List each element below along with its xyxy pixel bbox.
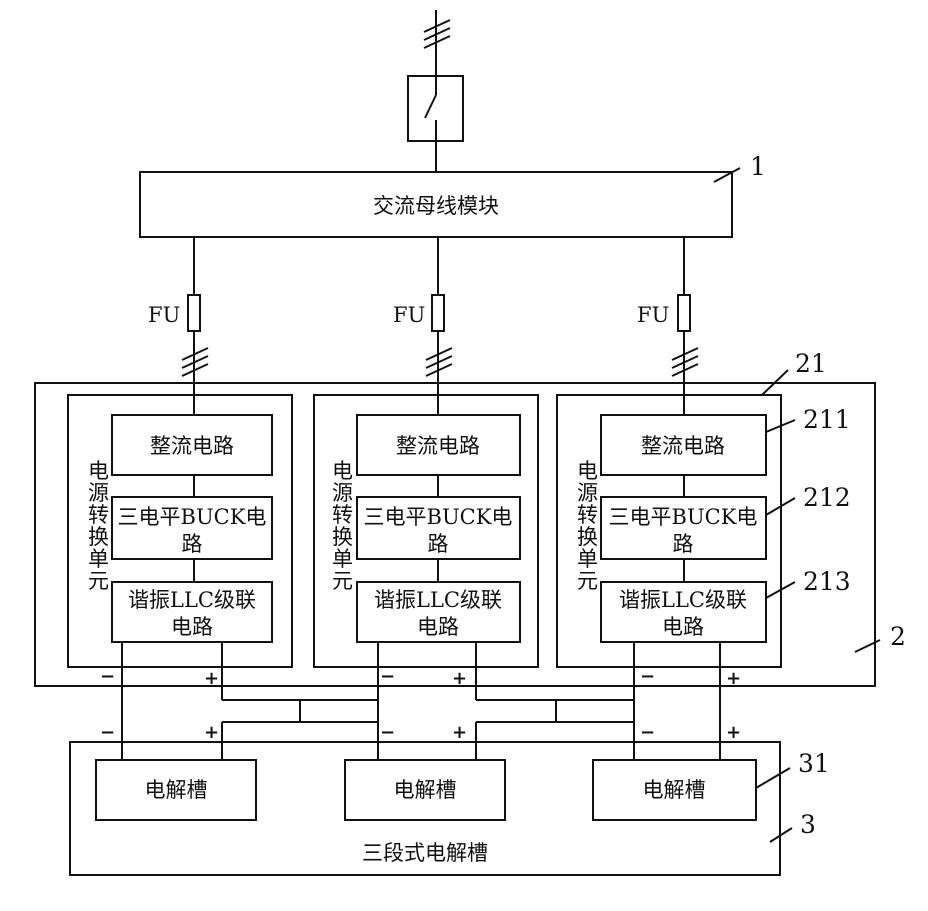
unit-side-label-1a: 电 <box>88 459 109 483</box>
electrolyzer-cell-label-3: 电解槽 <box>643 778 706 802</box>
llc-label-1b: 电路 <box>171 615 213 639</box>
polarity-plus-c2: + <box>452 722 467 743</box>
polarity-minus-c2: − <box>380 722 395 743</box>
electrolyzer-cell-label-1: 电解槽 <box>145 778 208 802</box>
polarity-minus-c3: − <box>640 722 655 743</box>
unit-side-label-1c: 转 <box>88 503 109 527</box>
llc-label-3b: 电路 <box>662 615 704 639</box>
ref-label-2: 2 <box>890 622 906 651</box>
ref-label-212: 212 <box>803 483 851 512</box>
polarity-minus-u3: − <box>640 666 655 687</box>
llc-label-2a: 谐振LLC级联 <box>374 588 502 612</box>
electrolyzer-cell-label-2: 电解槽 <box>394 778 457 802</box>
rectifier-label-1: 整流电路 <box>150 434 234 458</box>
input-line <box>424 10 450 76</box>
buck-label-2b: 路 <box>428 532 449 556</box>
polarity-minus-c1: − <box>100 722 115 743</box>
fuse-label-2: FU <box>393 303 425 327</box>
electrolyzer-group-label: 三段式电解槽 <box>362 841 488 865</box>
power-conversion-unit-3: 整流电路 三电平BUCK电 路 谐振LLC级联 电路 电 源 转 换 单 元 <box>557 395 781 667</box>
unit-side-label-3c: 转 <box>577 503 598 527</box>
polarity-plus-u1: + <box>204 668 219 689</box>
polarity-plus-c1: + <box>204 722 219 743</box>
ref-label-3: 3 <box>800 810 816 839</box>
unit-side-label-3a: 电 <box>577 459 598 483</box>
ref-label-31: 31 <box>798 749 830 778</box>
buck-label-1a: 三电平BUCK电 <box>118 505 267 529</box>
unit-side-label-1f: 元 <box>88 569 109 593</box>
ac-bus-label: 交流母线模块 <box>373 194 499 218</box>
polarity-plus-c3: + <box>726 722 741 743</box>
ref-label-21: 21 <box>795 349 827 378</box>
unit-side-label-1b: 源 <box>88 481 109 505</box>
power-conversion-unit-2: 整流电路 三电平BUCK电 路 谐振LLC级联 电路 电 源 转 换 单 元 <box>314 395 538 667</box>
unit-side-label-2a: 电 <box>332 459 353 483</box>
fuse-label-3: FU <box>637 303 669 327</box>
unit-side-label-3e: 单 <box>577 547 598 571</box>
polarity-plus-u3: + <box>726 668 741 689</box>
buck-label-3a: 三电平BUCK电 <box>609 505 758 529</box>
buck-label-2a: 三电平BUCK电 <box>364 505 513 529</box>
unit-side-label-3d: 换 <box>577 525 598 549</box>
polarity-minus-u2: − <box>380 666 395 687</box>
polarity-plus-u2: + <box>452 668 467 689</box>
unit-side-label-3f: 元 <box>577 569 598 593</box>
llc-label-2b: 电路 <box>417 615 459 639</box>
ref-label-213: 213 <box>803 567 851 596</box>
unit-side-label-1d: 换 <box>88 525 109 549</box>
unit-side-label-1e: 单 <box>88 547 109 571</box>
unit-side-label-3b: 源 <box>577 481 598 505</box>
unit-side-label-2c: 转 <box>332 503 353 527</box>
llc-label-3a: 谐振LLC级联 <box>619 588 747 612</box>
llc-label-1a: 谐振LLC级联 <box>128 588 256 612</box>
ref-label-1: 1 <box>750 152 766 181</box>
rectifier-label-2: 整流电路 <box>396 434 480 458</box>
rectifier-label-3: 整流电路 <box>641 434 725 458</box>
unit-side-label-2d: 换 <box>332 525 353 549</box>
polarity-minus-u1: − <box>100 666 115 687</box>
fuse-label-1: FU <box>148 303 180 327</box>
buck-label-3b: 路 <box>673 532 694 556</box>
switch-icon <box>408 76 463 141</box>
power-conversion-unit-1: 整流电路 三电平BUCK电 路 谐振LLC级联 电路 电 源 转 换 单 元 <box>68 395 292 667</box>
buck-label-1b: 路 <box>182 532 203 556</box>
unit-side-label-2b: 源 <box>332 481 353 505</box>
unit-side-label-2f: 元 <box>332 569 353 593</box>
ref-label-211: 211 <box>803 405 851 434</box>
unit-side-label-2e: 单 <box>332 547 353 571</box>
